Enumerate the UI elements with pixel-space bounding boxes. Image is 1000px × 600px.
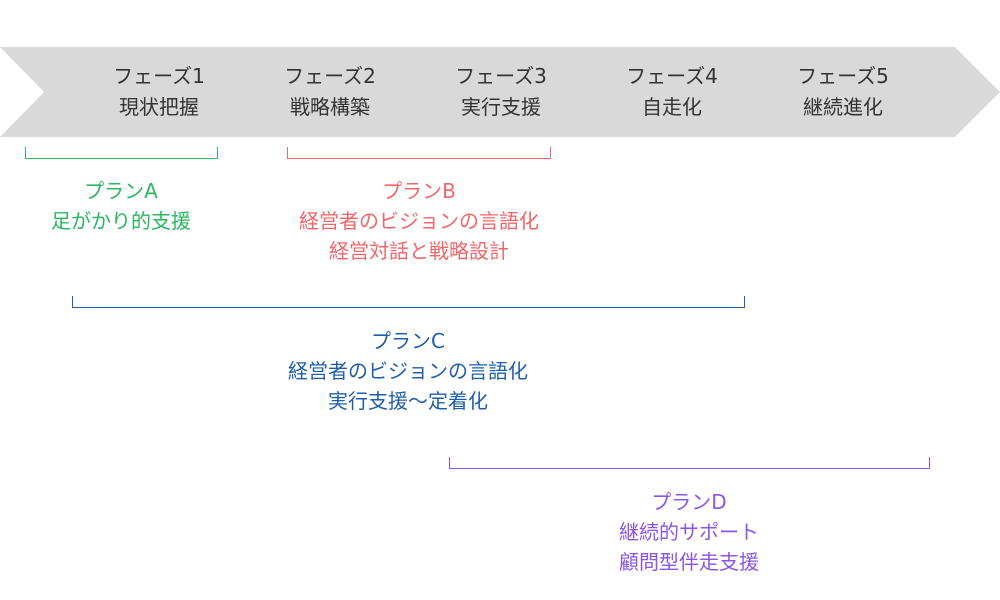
plan-d-name: プランD	[651, 490, 727, 514]
phase-1-label: フェーズ1 現状把握	[74, 61, 244, 123]
phase-3-label: フェーズ3 実行支援	[416, 61, 586, 123]
phase-2-title: 戦略構築	[290, 95, 370, 119]
plan-d-bracket	[449, 457, 930, 469]
plan-a-name: プランA	[84, 179, 158, 203]
plan-a-bracket	[25, 147, 218, 159]
plan-c-name: プランC	[371, 329, 445, 353]
plan-c-bracket	[72, 296, 745, 308]
phase-4-name: フェーズ4	[626, 64, 718, 88]
phase-4-title: 自走化	[642, 95, 702, 119]
phase-3-title: 実行支援	[461, 95, 541, 119]
plan-b-line-1: 経営者のビジョンの言語化	[299, 209, 539, 233]
phase-2-label: フェーズ2 戦略構築	[245, 61, 415, 123]
phase-1-title: 現状把握	[119, 95, 199, 119]
plan-b-bracket	[287, 147, 551, 159]
plan-b-line-2: 経営対話と戦略設計	[329, 239, 509, 263]
phase-4-label: フェーズ4 自走化	[587, 61, 757, 123]
plan-d-line-2: 顧問型伴走支援	[619, 550, 759, 574]
plan-b-name: プランB	[382, 179, 456, 203]
phase-5-name: フェーズ5	[797, 64, 889, 88]
timeline-arrow-shape	[0, 47, 1000, 137]
plan-c-line-2: 実行支援〜定着化	[328, 389, 488, 413]
phase-3-name: フェーズ3	[455, 64, 547, 88]
plan-b-label: プランB 経営者のビジョンの言語化 経営対話と戦略設計	[269, 176, 569, 266]
plan-c-line-1: 経営者のビジョンの言語化	[288, 359, 528, 383]
phase-2-name: フェーズ2	[284, 64, 376, 88]
plan-a-line-1: 足がかり的支援	[51, 209, 191, 233]
plan-d-label: プランD 継続的サポート 顧問型伴走支援	[589, 487, 789, 577]
phase-5-label: フェーズ5 継続進化	[758, 61, 928, 123]
plan-d-line-1: 継続的サポート	[619, 520, 759, 544]
phase-1-name: フェーズ1	[113, 64, 205, 88]
plan-a-label: プランA 足がかり的支援	[21, 176, 221, 236]
plan-c-label: プランC 経営者のビジョンの言語化 実行支援〜定着化	[258, 326, 558, 416]
phase-5-title: 継続進化	[803, 95, 883, 119]
